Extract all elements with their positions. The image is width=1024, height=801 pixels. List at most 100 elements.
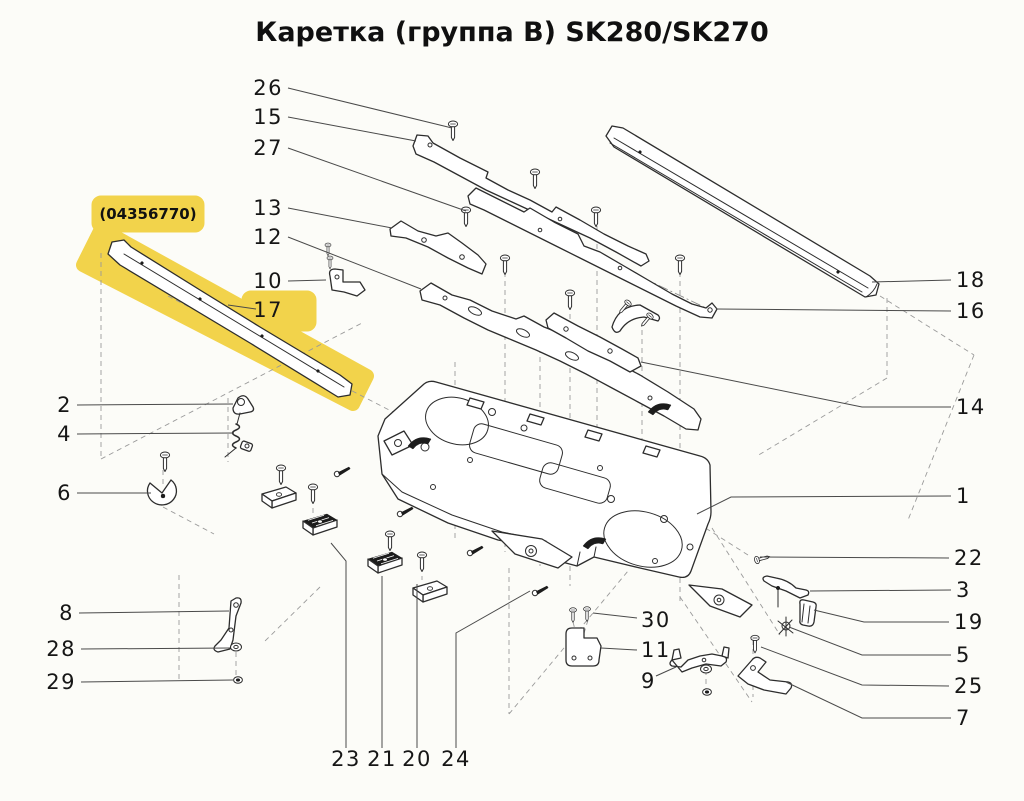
callout-3: 3: [956, 578, 971, 602]
screw-icon: [384, 530, 396, 551]
callout-20: 20: [402, 747, 432, 771]
leader-line-15: [287, 116, 417, 142]
leader-line-19: [813, 609, 949, 623]
screw-icon: [674, 254, 686, 275]
leader-lines: [76, 87, 952, 748]
callout-10: 10: [253, 269, 283, 293]
part-9-bracket: [669, 646, 730, 673]
page-title: Каретка (группа B) SK280/SK270: [255, 17, 768, 48]
leader-line-1: [696, 495, 952, 515]
leader-line-23: [330, 542, 347, 748]
screw-icon: [529, 168, 541, 189]
part-16-rail: [467, 187, 718, 319]
part-3-lever: [762, 575, 810, 608]
callout-22: 22: [954, 546, 984, 570]
screw-icon: [307, 483, 319, 504]
leader-line-7: [785, 681, 951, 719]
part-15-rail: [412, 134, 650, 267]
screw-22-icon: [753, 552, 772, 565]
leader-line-12: [287, 236, 422, 290]
leader-line-26: [287, 87, 453, 129]
callout-18: 18: [956, 268, 986, 292]
block-dark-icon: [367, 551, 403, 574]
leader-line-16: [715, 308, 952, 312]
highlighted-part-number: (04356770): [99, 205, 196, 223]
screw-icon: [750, 634, 760, 654]
part-5-spring: [777, 616, 794, 637]
part-11-bracket: [565, 627, 602, 667]
callout-12: 12: [253, 225, 283, 249]
nut-29-icon: [233, 676, 243, 684]
leader-line-3: [809, 589, 952, 592]
pointed-screw-icon: [531, 585, 549, 597]
leader-line-27: [287, 147, 467, 212]
highlight-callout-17-tab: [241, 290, 317, 332]
block-dark-icon: [302, 513, 338, 536]
screw-icon: [275, 464, 287, 485]
callout-9: 9: [641, 669, 656, 693]
callout-13: 13: [253, 196, 283, 220]
nut-icon: [702, 688, 712, 696]
callout-19: 19: [954, 610, 984, 634]
callout-6: 6: [57, 481, 72, 505]
washer-28-icon: [230, 642, 242, 652]
leader-line-8: [78, 610, 230, 614]
callout-14: 14: [956, 395, 986, 419]
part-18-rail: [605, 125, 880, 298]
leader-line-25: [760, 646, 950, 687]
callout-28: 28: [46, 637, 76, 661]
leader-line-30: [592, 612, 638, 619]
leader-line-18: [871, 279, 952, 283]
leader-line-9: [655, 666, 677, 677]
screw-icon: [564, 289, 576, 310]
part-19-knob: [799, 599, 817, 627]
part-7-bracket: [737, 656, 793, 695]
part-2-lever: [232, 395, 255, 425]
block-white-icon: [412, 580, 448, 603]
callout-27: 27: [253, 136, 283, 160]
callout-15: 15: [253, 105, 283, 129]
leader-line-24: [455, 590, 531, 748]
part-4-spring: [224, 423, 254, 458]
pointed-screw-icon: [396, 506, 414, 518]
part-12-plate: [419, 282, 702, 431]
screw-icon: [569, 607, 577, 623]
part-17-rail: [107, 239, 353, 398]
callout-1: 1: [956, 484, 971, 508]
callout-11: 11: [641, 638, 671, 662]
callout-7: 7: [956, 706, 971, 730]
leader-line-17: [227, 304, 257, 310]
leader-line-13: [287, 207, 393, 229]
leader-line-22: [759, 556, 950, 559]
callout-2: 2: [57, 393, 72, 417]
highlight-label-box: [91, 195, 205, 233]
callout-8: 8: [59, 601, 74, 625]
leader-line-28: [80, 647, 231, 650]
screw-icon: [590, 206, 602, 227]
callout-26: 26: [253, 76, 283, 100]
leader-line-10: [287, 279, 327, 282]
callout-5: 5: [956, 643, 971, 667]
part-14-plate: [545, 298, 661, 373]
leader-line-2: [76, 403, 234, 406]
part-10-bracket: [328, 268, 366, 297]
screw-icon: [583, 606, 591, 622]
callout-30: 30: [641, 608, 671, 632]
callout-29: 29: [46, 670, 76, 694]
callout-25: 25: [954, 674, 984, 698]
callout-17: 17: [253, 298, 283, 322]
leader-line-5: [788, 626, 951, 656]
screw-icon: [447, 120, 459, 141]
washer-icon: [700, 664, 712, 674]
callout-24: 24: [441, 747, 471, 771]
block-white-icon: [261, 486, 297, 509]
screw-icon: [159, 451, 171, 472]
leader-line-14: [640, 361, 951, 408]
callout-21: 21: [367, 747, 397, 771]
screw-icon: [499, 254, 511, 275]
screw-icon: [416, 551, 428, 572]
part-13-plate: [389, 220, 487, 275]
